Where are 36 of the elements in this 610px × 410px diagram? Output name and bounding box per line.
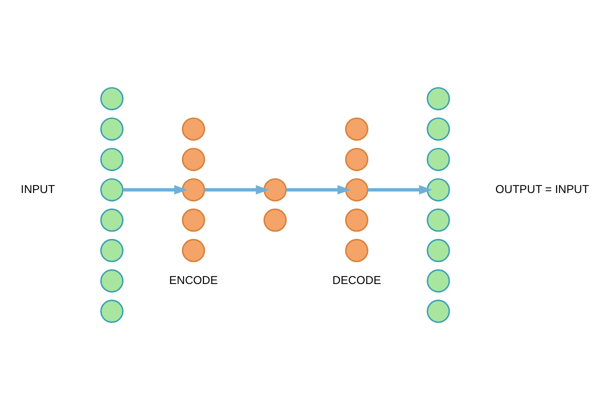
label: DECODE [332,274,382,287]
node-circle [345,148,368,172]
node-circle [182,148,206,172]
node-circle [426,178,450,202]
node-circle [100,148,124,172]
node-circle [345,208,368,232]
node-circle [100,87,124,110]
node-circle [426,87,450,110]
node-circle [263,178,287,202]
label: ENCODE [169,274,218,287]
arrow [204,185,270,194]
node-circle [100,178,124,202]
node-circle [182,238,206,262]
arrow [286,185,351,194]
label: OUTPUT = INPUT [495,184,590,196]
node-circle [100,269,124,293]
node-circle [100,117,124,141]
node-circle [263,208,287,232]
node-circle [345,178,368,202]
node-circle [426,300,450,323]
node-circle [100,208,124,232]
node-circle [100,238,124,262]
node-circle [426,208,450,232]
node-circle [345,117,368,141]
node-circle [426,238,450,262]
node-circle [345,238,368,262]
node-circle [100,300,124,323]
arrow [122,185,188,194]
node-circle [426,117,450,141]
node-circle [182,208,206,232]
arrow [368,185,432,194]
node-circle [182,178,206,202]
node-circle [426,148,450,172]
node-circle [182,117,206,141]
label: INPUT [20,184,55,196]
node-circle [426,269,450,293]
